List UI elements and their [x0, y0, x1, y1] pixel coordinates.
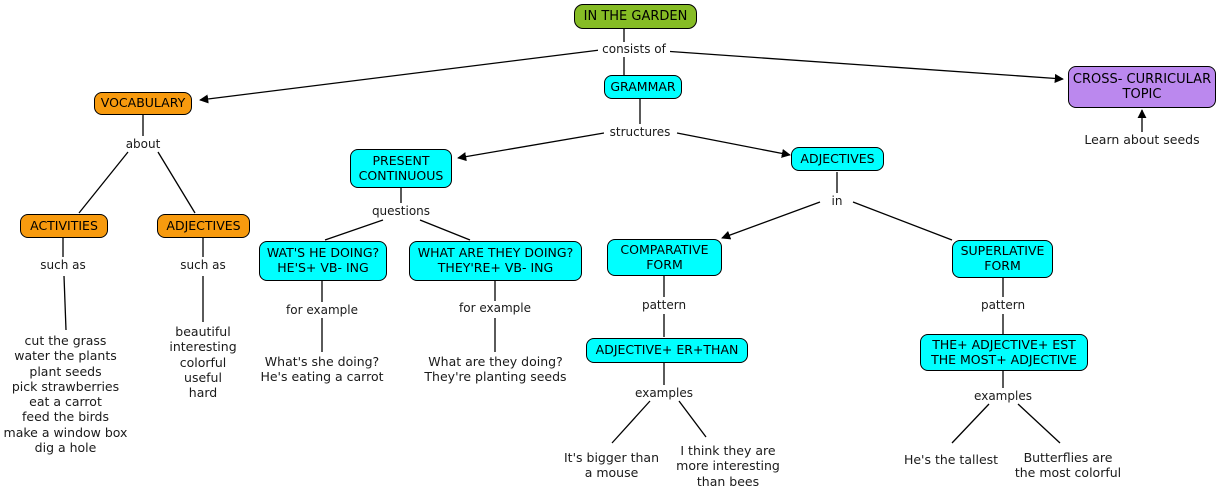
node-question-he[interactable]: WAT'S HE DOING? HE'S+ VB- ING — [259, 241, 387, 281]
leaf-example-comparative-1: It's bigger than a mouse — [564, 450, 659, 481]
link-label-structures: structures — [604, 125, 676, 140]
node-cross-curricular-topic[interactable]: CROSS- CURRICULAR TOPIC — [1068, 66, 1216, 108]
node-superlative-form[interactable]: SUPERLATIVE FORM — [952, 240, 1053, 278]
link-label-such-as-activities: such as — [30, 258, 96, 273]
link-label-about: about — [118, 137, 168, 152]
node-in-the-garden[interactable]: IN THE GARDEN — [574, 4, 697, 29]
node-superlative-pattern[interactable]: THE+ ADJECTIVE+ EST THE MOST+ ADJECTIVE — [920, 334, 1088, 371]
link-label-pattern-comparative: pattern — [634, 298, 694, 313]
leaf-learn-about-seeds: Learn about seeds — [1084, 132, 1200, 147]
leaf-example-superlative-1: He's the tallest — [903, 452, 999, 467]
node-vocabulary[interactable]: VOCABULARY — [94, 92, 192, 115]
link-label-such-as-adjectives: such as — [170, 258, 236, 273]
link-label-for-example-they: for example — [454, 301, 536, 316]
link-label-consists-of: consists of — [598, 42, 670, 57]
leaf-example-he: What's she doing? He's eating a carrot — [260, 354, 384, 385]
leaf-adjectives-list: beautiful interesting colorful useful ha… — [169, 324, 237, 400]
node-grammar-adjectives[interactable]: ADJECTIVES — [791, 147, 884, 171]
node-comparative-form[interactable]: COMPARATIVE FORM — [607, 239, 722, 276]
node-vocabulary-activities[interactable]: ACTIVITIES — [20, 214, 108, 238]
node-question-they[interactable]: WHAT ARE THEY DOING? THEY'RE+ VB- ING — [409, 241, 582, 281]
leaf-example-comparative-2: I think they are more interesting than b… — [676, 443, 780, 489]
leaf-example-they: What are they doing? They're planting se… — [424, 354, 567, 385]
link-label-examples-comparative: examples — [631, 386, 697, 401]
node-present-continuous[interactable]: PRESENT CONTINUOUS — [350, 149, 452, 188]
link-label-pattern-superlative: pattern — [973, 298, 1033, 313]
link-label-examples-superlative: examples — [970, 389, 1036, 404]
leaf-activities-list: cut the grass water the plants plant see… — [3, 333, 128, 455]
node-grammar[interactable]: GRAMMAR — [604, 75, 682, 99]
link-label-in: in — [824, 194, 850, 209]
link-label-questions: questions — [368, 204, 434, 219]
link-label-for-example-he: for example — [281, 303, 363, 318]
node-vocabulary-adjectives[interactable]: ADJECTIVES — [157, 214, 250, 238]
node-comparative-pattern[interactable]: ADJECTIVE+ ER+THAN — [586, 338, 748, 363]
leaf-example-superlative-2: Butterflies are the most colorful — [1014, 450, 1122, 481]
